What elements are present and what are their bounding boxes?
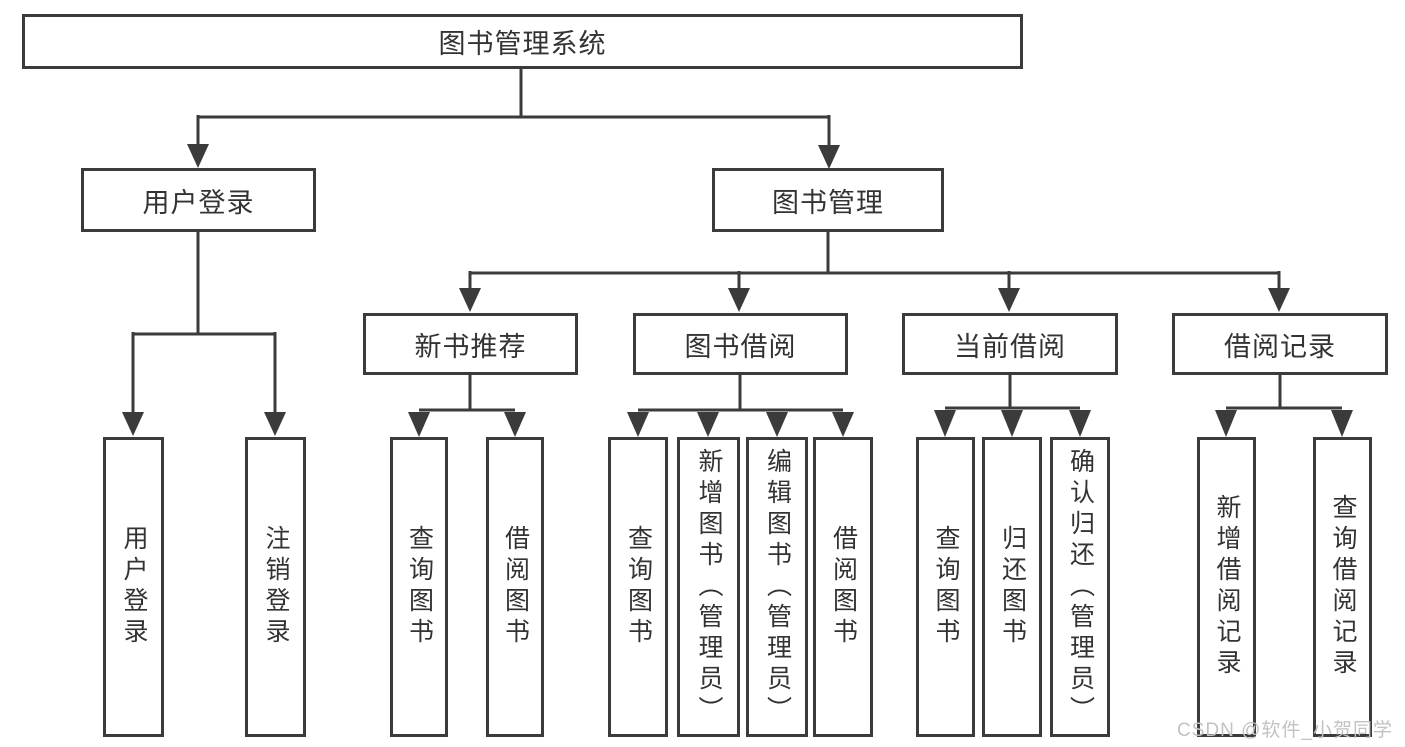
leaf-return-books: 归还图书	[982, 437, 1042, 737]
node-label: 查询借阅记录	[1329, 494, 1357, 680]
connector-borrowing-records-children	[1215, 375, 1353, 437]
node-label: 借阅记录	[1224, 331, 1336, 362]
csdn-watermark: CSDN @软件_小贺同学	[1177, 720, 1393, 741]
node-label: 注销登录	[262, 525, 290, 649]
connector-user-login-children	[122, 232, 286, 436]
node-label: 借阅图书	[829, 525, 858, 649]
node-user-login: 用户登录	[81, 168, 316, 232]
node-label: 查询图书	[405, 525, 434, 649]
leaf-add-book-admin: 新增图书（管理员）	[677, 437, 740, 737]
node-label: 新增图书（管理员）	[695, 447, 723, 727]
node-label: 确认归还（管理员）	[1066, 447, 1095, 727]
leaf-query-books-3: 查询图书	[916, 437, 975, 737]
node-new-book-recommend: 新书推荐	[363, 313, 578, 375]
node-label: 新书推荐	[414, 331, 527, 362]
node-book-borrowing: 图书借阅	[633, 313, 848, 375]
connector-root-to-level2	[187, 69, 840, 169]
leaf-query-books-2: 查询图书	[608, 437, 668, 737]
node-label: 查询图书	[932, 525, 960, 649]
node-label: 查询图书	[624, 525, 653, 649]
node-borrowing-records: 借阅记录	[1172, 313, 1388, 375]
leaf-confirm-return-admin: 确认归还（管理员）	[1050, 437, 1110, 737]
leaf-add-borrow-record: 新增借阅记录	[1197, 437, 1256, 737]
node-label: 图书管理系统	[438, 29, 607, 59]
node-label: 图书管理	[772, 187, 884, 218]
node-label: 用户登录	[120, 525, 148, 649]
node-label: 编辑图书（管理员）	[763, 447, 792, 727]
leaf-borrow-books-2: 借阅图书	[813, 437, 873, 737]
leaf-logout: 注销登录	[245, 437, 306, 737]
leaf-query-borrow-record: 查询借阅记录	[1313, 437, 1372, 737]
node-label: 新增借阅记录	[1213, 494, 1241, 680]
node-label: 图书借阅	[684, 331, 797, 362]
node-label: 当前借阅	[954, 331, 1066, 362]
node-book-management: 图书管理	[712, 168, 944, 232]
node-label: 用户登录	[142, 187, 255, 218]
leaf-user-login: 用户登录	[103, 437, 164, 737]
node-library-management-system: 图书管理系统	[22, 14, 1023, 69]
leaf-query-books-1: 查询图书	[390, 437, 448, 737]
node-label: 借阅图书	[501, 525, 530, 649]
node-current-borrowing: 当前借阅	[902, 313, 1118, 375]
connector-book-borrowing-children	[627, 374, 854, 437]
leaf-borrow-books-1: 借阅图书	[486, 437, 544, 737]
leaf-edit-book-admin: 编辑图书（管理员）	[746, 437, 808, 737]
connector-book-management-children	[459, 232, 1290, 312]
node-label: 归还图书	[998, 525, 1027, 649]
connector-current-borrowing-children	[934, 375, 1091, 437]
connector-new-book-recommend-children	[408, 374, 526, 437]
